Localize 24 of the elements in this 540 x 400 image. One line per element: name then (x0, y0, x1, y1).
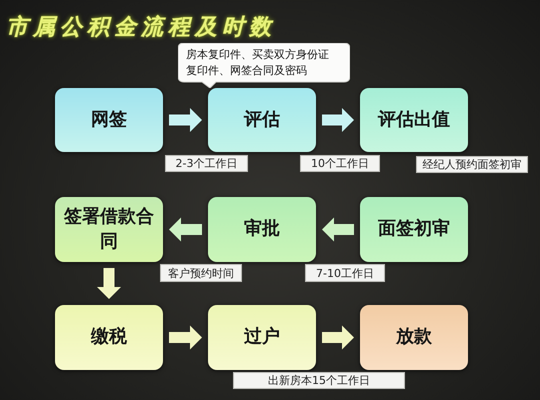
process-box: 签署借款合同 (55, 197, 163, 262)
duration-tag: 出新房本15个工作日 (233, 372, 405, 389)
process-box: 放款 (360, 305, 468, 370)
arrow (169, 108, 202, 132)
process-box: 评估 (208, 88, 316, 152)
duration-tag: 客户预约时间 (160, 264, 242, 282)
duration-tag: 2-3个工作日 (165, 155, 248, 172)
diagram-title: 市属公积金流程及时数 (6, 13, 276, 42)
callout-bubble: 房本复印件、买卖双方身份证复印件、网签合同及密码 (178, 43, 350, 88)
process-box: 审批 (208, 197, 316, 262)
process-box: 缴税 (55, 305, 163, 370)
process-box: 网签 (55, 88, 163, 152)
arrow (322, 326, 354, 350)
process-box: 过户 (208, 305, 316, 370)
duration-tag: 7-10工作日 (305, 264, 385, 282)
duration-tag: 10个工作日 (300, 155, 380, 172)
duration-tag: 经纪人预约面签初审 (416, 156, 528, 173)
arrow (169, 218, 202, 242)
arrow (97, 268, 121, 299)
process-box: 评估出值 (360, 88, 468, 152)
process-box: 面签初审 (360, 197, 468, 262)
arrow (322, 218, 354, 242)
arrow (322, 108, 354, 132)
arrow (169, 326, 202, 350)
